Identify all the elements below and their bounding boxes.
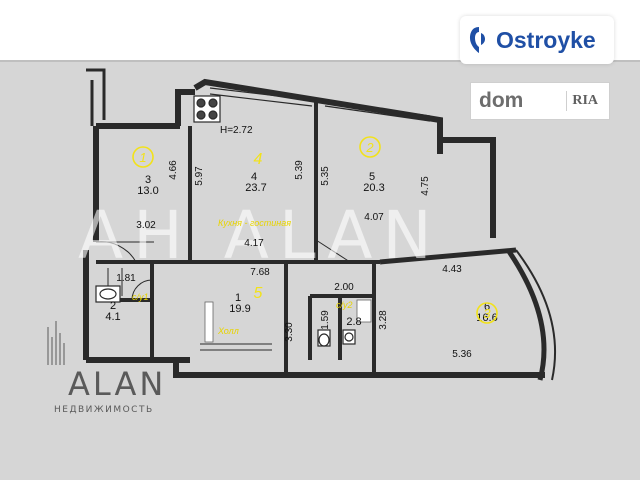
- circle-number-room-1: 5: [254, 285, 263, 302]
- circle-number-room-4: 4: [254, 151, 263, 168]
- dim-4-07: 4.07: [364, 212, 384, 223]
- dim-7-68: 7.68: [250, 267, 270, 278]
- dim-5-35: 5.35: [320, 166, 331, 186]
- interior-walls: [96, 100, 380, 375]
- room-1-area: 19.9: [229, 303, 250, 315]
- stove-icon: [193, 95, 221, 123]
- wc2-label: с/у2: [336, 300, 353, 310]
- ceiling-height: H=2.72: [220, 125, 253, 136]
- agency-tagline: НЕДВИЖИМОСТЬ: [54, 405, 154, 415]
- plan-background: [0, 60, 640, 480]
- dom-label: dom: [479, 89, 524, 112]
- room-3-number: 3: [145, 174, 151, 186]
- dim-1-81: 1.81: [116, 273, 136, 284]
- dim-4-43: 4.43: [442, 264, 462, 275]
- dim-4-17: 4.17: [244, 238, 264, 249]
- dim-1-59: 1.59: [320, 310, 331, 330]
- curved-wall-right: [379, 247, 556, 381]
- hall-label: Холл: [217, 326, 239, 336]
- room-2-number: 2: [110, 300, 116, 312]
- dim-5-36: 5.36: [452, 349, 472, 360]
- balcony-left: [86, 68, 106, 126]
- circle-number-room-5: 2: [365, 140, 374, 155]
- dim-4-75: 4.75: [420, 176, 431, 196]
- room-5-area: 20.3: [363, 182, 384, 194]
- sanitary-fixtures: [95, 285, 356, 347]
- room-2-area: 4.1: [105, 311, 120, 323]
- ria-label: RIA: [566, 91, 603, 111]
- room-1-number: 1: [235, 292, 241, 304]
- dim-3-28: 3.28: [378, 310, 389, 330]
- dim-2-00: 2.00: [334, 282, 354, 293]
- dim-3-30: 3.30: [284, 322, 295, 342]
- dim-4-66: 4.66: [168, 160, 179, 180]
- skyline-icon: [47, 321, 65, 365]
- watermark-text: AH ALAN: [78, 197, 442, 274]
- exterior-walls: [83, 78, 545, 378]
- room-6-number: 6: [484, 301, 490, 313]
- wc1-label: с/у1: [132, 292, 149, 302]
- ostroyke-badge[interactable]: Ostroyke: [460, 16, 614, 64]
- circle-number-room-6: 3: [483, 306, 491, 321]
- dim-5-39: 5.39: [294, 160, 305, 180]
- room-5-number: 5: [369, 171, 375, 183]
- agency-name: ALAN: [68, 365, 167, 403]
- dom-ria-badge[interactable]: dom RIA: [470, 82, 610, 120]
- circle-number-room-3: 1: [139, 150, 146, 165]
- ostroyke-label: Ostroyke: [496, 26, 596, 53]
- ostroyke-logo-icon: [470, 27, 485, 53]
- room-4-area: 23.7: [245, 182, 266, 194]
- room-4-number: 4: [251, 171, 257, 183]
- kitchen-label: Кухня - гостиная: [218, 218, 291, 228]
- room-3-area: 13.0: [137, 185, 158, 197]
- room-wc2-area: 2.8: [346, 316, 361, 328]
- dim-3-02: 3.02: [136, 220, 156, 231]
- dim-5-97: 5.97: [194, 166, 205, 186]
